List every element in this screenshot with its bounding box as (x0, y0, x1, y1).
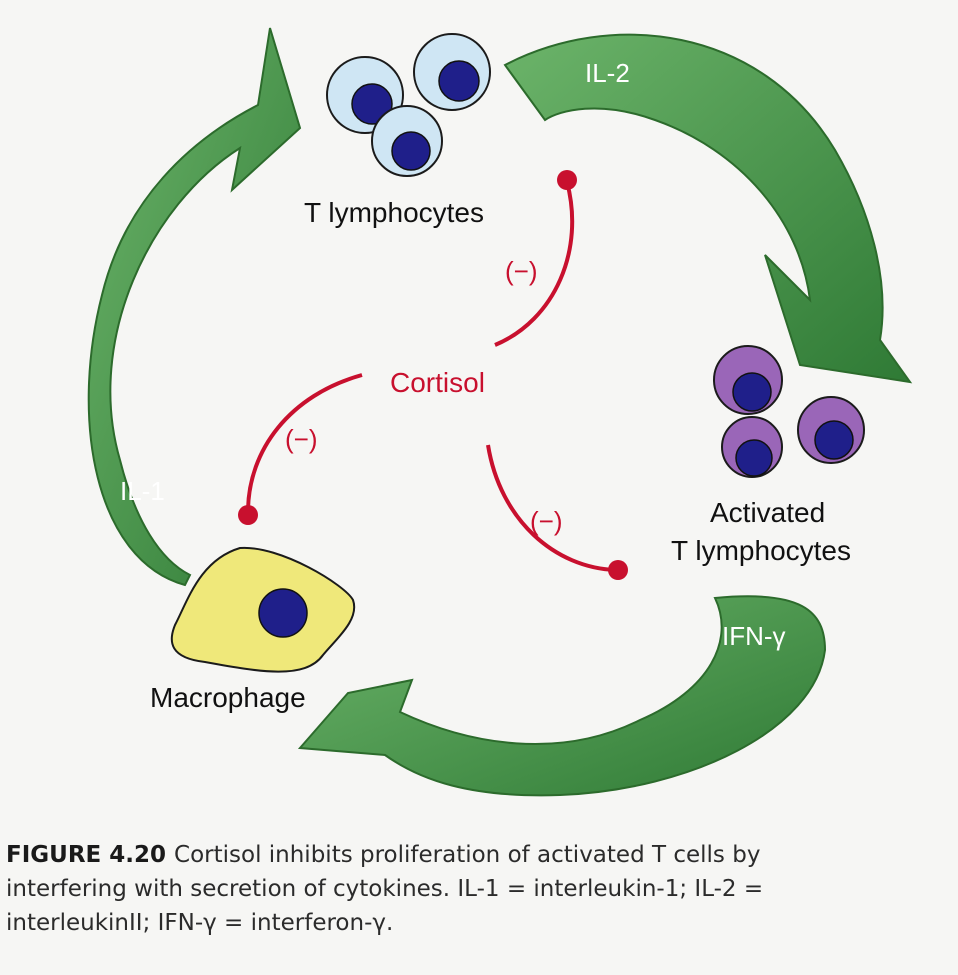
caption-text-1: Cortisol inhibits proliferation of activ… (174, 842, 761, 868)
cortisol-cytokine-diagram: IL-1 IL-2 IFN-γ T lymphocytes Activated … (87, 27, 913, 797)
activated-t-lymphocytes-cluster (713, 345, 865, 478)
il2-arrow (503, 33, 913, 384)
macrophage-label: Macrophage (150, 682, 306, 713)
ifn-arrow (297, 595, 827, 797)
il1-label: IL-1 (120, 476, 165, 506)
inhibit-end-t-lymphocytes (557, 170, 577, 190)
inhibit-label-bottom: (−) (530, 506, 563, 536)
t-lymphocytes-cluster (326, 33, 491, 177)
cortisol-label: Cortisol (390, 367, 485, 398)
t-lymphocytes-label: T lymphocytes (304, 197, 484, 228)
ifn-label: IFN-γ (722, 621, 786, 651)
macrophage-nucleus (258, 588, 308, 638)
figure-caption: FIGURE 4.20 Cortisol inhibits proliferati… (6, 838, 956, 940)
inhibit-line-activated (486, 444, 617, 572)
inhibit-label-left: (−) (285, 424, 318, 454)
inhibit-label-top: (−) (505, 256, 538, 286)
figure-number: FIGURE 4.20 (6, 842, 167, 868)
inhibit-line-t-lymphocytes (494, 181, 575, 347)
caption-line-2: interfering with secretion of cytokines.… (6, 876, 764, 902)
inhibit-end-activated (608, 560, 628, 580)
il2-label: IL-2 (585, 58, 630, 88)
activated-label-line1: Activated (710, 497, 825, 528)
il1-arrow (87, 27, 302, 587)
activated-label-line2: T lymphocytes (671, 535, 851, 566)
caption-line-1: FIGURE 4.20 Cortisol inhibits proliferati… (6, 838, 956, 872)
caption-line-3: interleukinII; IFN-γ = interferon-γ. (6, 910, 394, 936)
inhibit-line-macrophage (246, 373, 363, 513)
inhibit-end-macrophage (238, 505, 258, 525)
